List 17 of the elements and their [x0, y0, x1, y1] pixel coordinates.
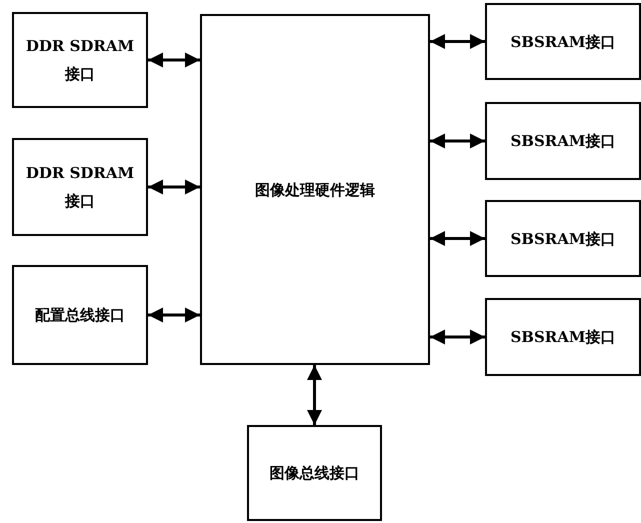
- interface-box: SBSRAM接口: [485, 298, 641, 376]
- double-arrow: [430, 34, 485, 49]
- interface-box: SBSRAM接口: [485, 102, 641, 180]
- interface-box: 图像总线接口: [247, 425, 382, 521]
- double-arrow: [430, 134, 485, 148]
- double-arrow: [148, 308, 200, 322]
- interface-box: SBSRAM接口: [485, 200, 641, 277]
- interface-box: SBSRAM接口: [485, 3, 641, 80]
- interface-box: 配置总线接口: [12, 265, 148, 365]
- double-arrow: [148, 52, 200, 68]
- double-arrow: [430, 330, 485, 344]
- interface-box: DDR SDRAM 接口: [12, 138, 148, 236]
- double-arrow: [430, 231, 485, 246]
- double-arrow: [148, 180, 200, 194]
- double-arrow: [307, 365, 322, 425]
- logic-box: 图像处理硬件逻辑: [200, 14, 430, 365]
- interface-box: DDR SDRAM 接口: [12, 12, 148, 108]
